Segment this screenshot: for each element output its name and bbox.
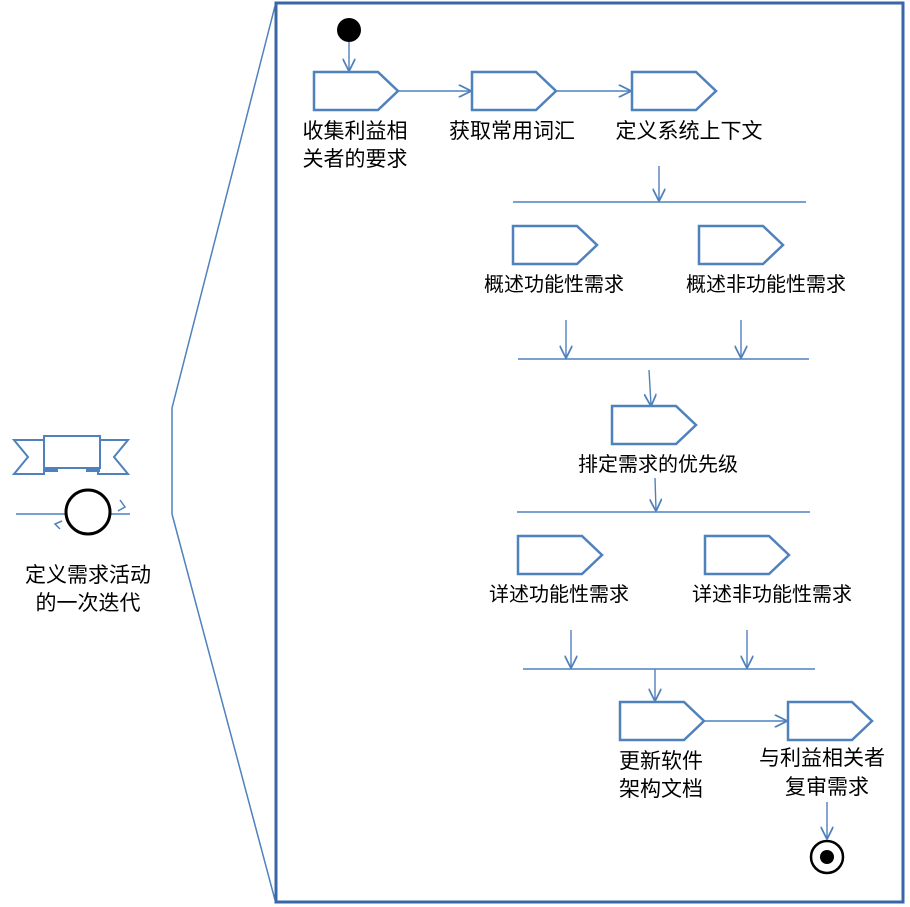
activity-label-a1-line1: 收集利益相 bbox=[303, 119, 408, 143]
activity-label-a8: 详述非功能性需求 bbox=[692, 582, 852, 606]
activity-label-a7: 详述功能性需求 bbox=[489, 582, 629, 606]
activity-shape-a9 bbox=[618, 700, 706, 742]
activity-shape-a7 bbox=[516, 534, 604, 576]
zoom-line-top bbox=[171, 5, 276, 409]
caption-line2: 的一次迭代 bbox=[36, 591, 141, 615]
activity-label-a5: 概述非功能性需求 bbox=[686, 272, 846, 296]
activity-shape-a2 bbox=[470, 70, 558, 112]
loop-arrow-icon bbox=[53, 520, 63, 530]
activity-shape-a10 bbox=[786, 700, 874, 742]
activity-label-a6: 排定需求的优先级 bbox=[578, 452, 738, 476]
flow-arrow bbox=[649, 369, 651, 405]
activity-label-a10-line1: 与利益相关者 bbox=[759, 746, 885, 770]
end-node-dot bbox=[820, 850, 834, 864]
start-node bbox=[337, 18, 361, 42]
iteration-ribbon-icon bbox=[11, 435, 131, 475]
activity-label-a9-line1: 更新软件 bbox=[619, 749, 703, 773]
activity-label-a1-line2: 关者的要求 bbox=[303, 147, 408, 171]
activity-shape-a6 bbox=[610, 404, 698, 446]
caption-line1: 定义需求活动 bbox=[25, 563, 151, 587]
activity-shape-a8 bbox=[703, 534, 791, 576]
activity-label-a10-line2: 复审需求 bbox=[785, 775, 869, 799]
activity-shape-a1 bbox=[312, 70, 400, 112]
activity-label-a9-line2: 架构文档 bbox=[619, 777, 703, 801]
loop-arrow-icon bbox=[117, 499, 127, 512]
iteration-circle-icon bbox=[64, 488, 112, 536]
activity-shape-a4 bbox=[511, 224, 599, 266]
activity-shape-a3 bbox=[630, 70, 718, 112]
zoom-line-bottom bbox=[171, 513, 276, 901]
activity-shape-a5 bbox=[697, 224, 785, 266]
expanded-frame bbox=[274, 1, 905, 904]
activity-label-a2: 获取常用词汇 bbox=[449, 119, 575, 143]
activity-label-a3: 定义系统上下文 bbox=[616, 119, 763, 143]
flow-arrow bbox=[655, 477, 656, 510]
activity-label-a4: 概述功能性需求 bbox=[484, 272, 624, 296]
